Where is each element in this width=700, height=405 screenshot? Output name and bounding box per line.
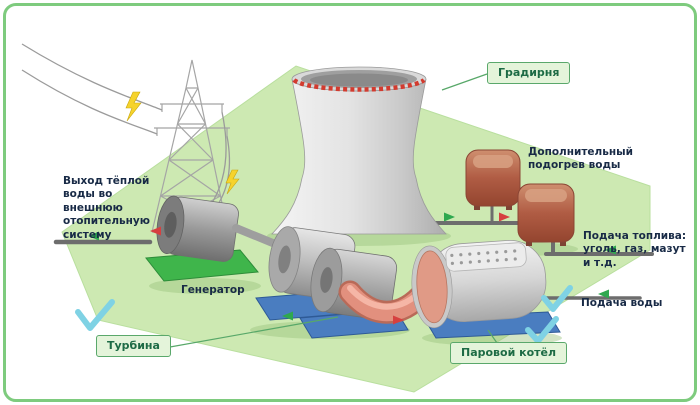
- extra-heating-note: Дополнительный подогрев воды: [528, 146, 633, 172]
- boiler-rivet-panel: [445, 242, 527, 272]
- drive-shaft: [232, 224, 284, 250]
- steam-boiler: [411, 240, 547, 329]
- flow-arrow-hot: [499, 212, 510, 222]
- turbine-tag: Турбина: [96, 335, 171, 357]
- checkmark-icon: [541, 285, 573, 312]
- warm-water-note: Выход тёплой воды во внешнюю отопительну…: [63, 175, 150, 241]
- cooling-tower-checker-band: [292, 78, 426, 92]
- heater-tank: [465, 149, 521, 210]
- boiler-rivets: [450, 249, 517, 265]
- checkmark-icons: [75, 285, 573, 344]
- flow-arrow-cool: [88, 231, 99, 241]
- flow-arrow-hot: [393, 315, 404, 325]
- heater-tank: [517, 183, 575, 246]
- lightning-icon: [125, 91, 142, 122]
- generator-unit: [156, 195, 239, 262]
- water-heater-tanks: [465, 149, 575, 246]
- label-connector: [441, 73, 488, 91]
- boiler-firebox-opening: [416, 250, 448, 324]
- pylon-crossarms: [154, 103, 230, 136]
- flow-arrow-cool: [598, 289, 609, 299]
- boiler-tag: Паровой котёл: [450, 342, 568, 364]
- flow-arrow-hot: [150, 226, 161, 236]
- flow-arrow-cool: [444, 212, 455, 222]
- lightning-icon: [225, 169, 240, 195]
- flow-arrow-cool: [605, 245, 616, 255]
- label-connectors: [169, 73, 498, 348]
- cooling-tower: [271, 66, 447, 235]
- water-supply-note: Подача воды: [581, 297, 663, 309]
- flow-arrows: [88, 212, 616, 325]
- generator-label: Генератор: [181, 284, 245, 296]
- cooling-tower-tag: Градирня: [487, 62, 571, 84]
- label-connector: [487, 329, 498, 344]
- fuel-supply-note: Подача топлива: уголь, газ, мазут и т.д.: [583, 230, 687, 269]
- checkmark-icon: [75, 299, 115, 331]
- flow-arrow-cool: [282, 311, 293, 321]
- cooling-tower-inner-shadow: [310, 73, 408, 87]
- checkmark-icon: [525, 316, 559, 344]
- label-connector: [169, 316, 339, 348]
- lightning-icons: [125, 91, 240, 195]
